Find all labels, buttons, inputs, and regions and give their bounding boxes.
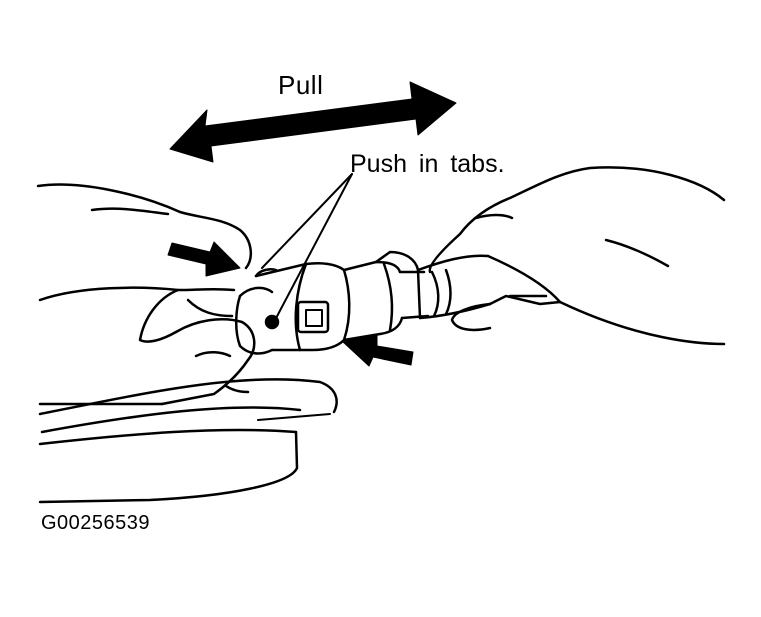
tab-nub — [264, 314, 280, 330]
housing-base — [38, 378, 338, 504]
connector-body — [235, 250, 492, 355]
tab-window — [296, 300, 330, 334]
leader-line-lower — [273, 173, 353, 323]
push-tabs-label: Push in tabs. — [350, 150, 505, 178]
right-hand — [428, 166, 726, 346]
push-arrow-left-icon — [167, 241, 241, 277]
leader-line-upper — [261, 173, 353, 269]
pull-arrow-icon — [169, 81, 457, 163]
left-hand — [36, 183, 256, 406]
figure-id: G00256539 — [41, 512, 151, 534]
pull-label: Pull — [278, 70, 324, 100]
